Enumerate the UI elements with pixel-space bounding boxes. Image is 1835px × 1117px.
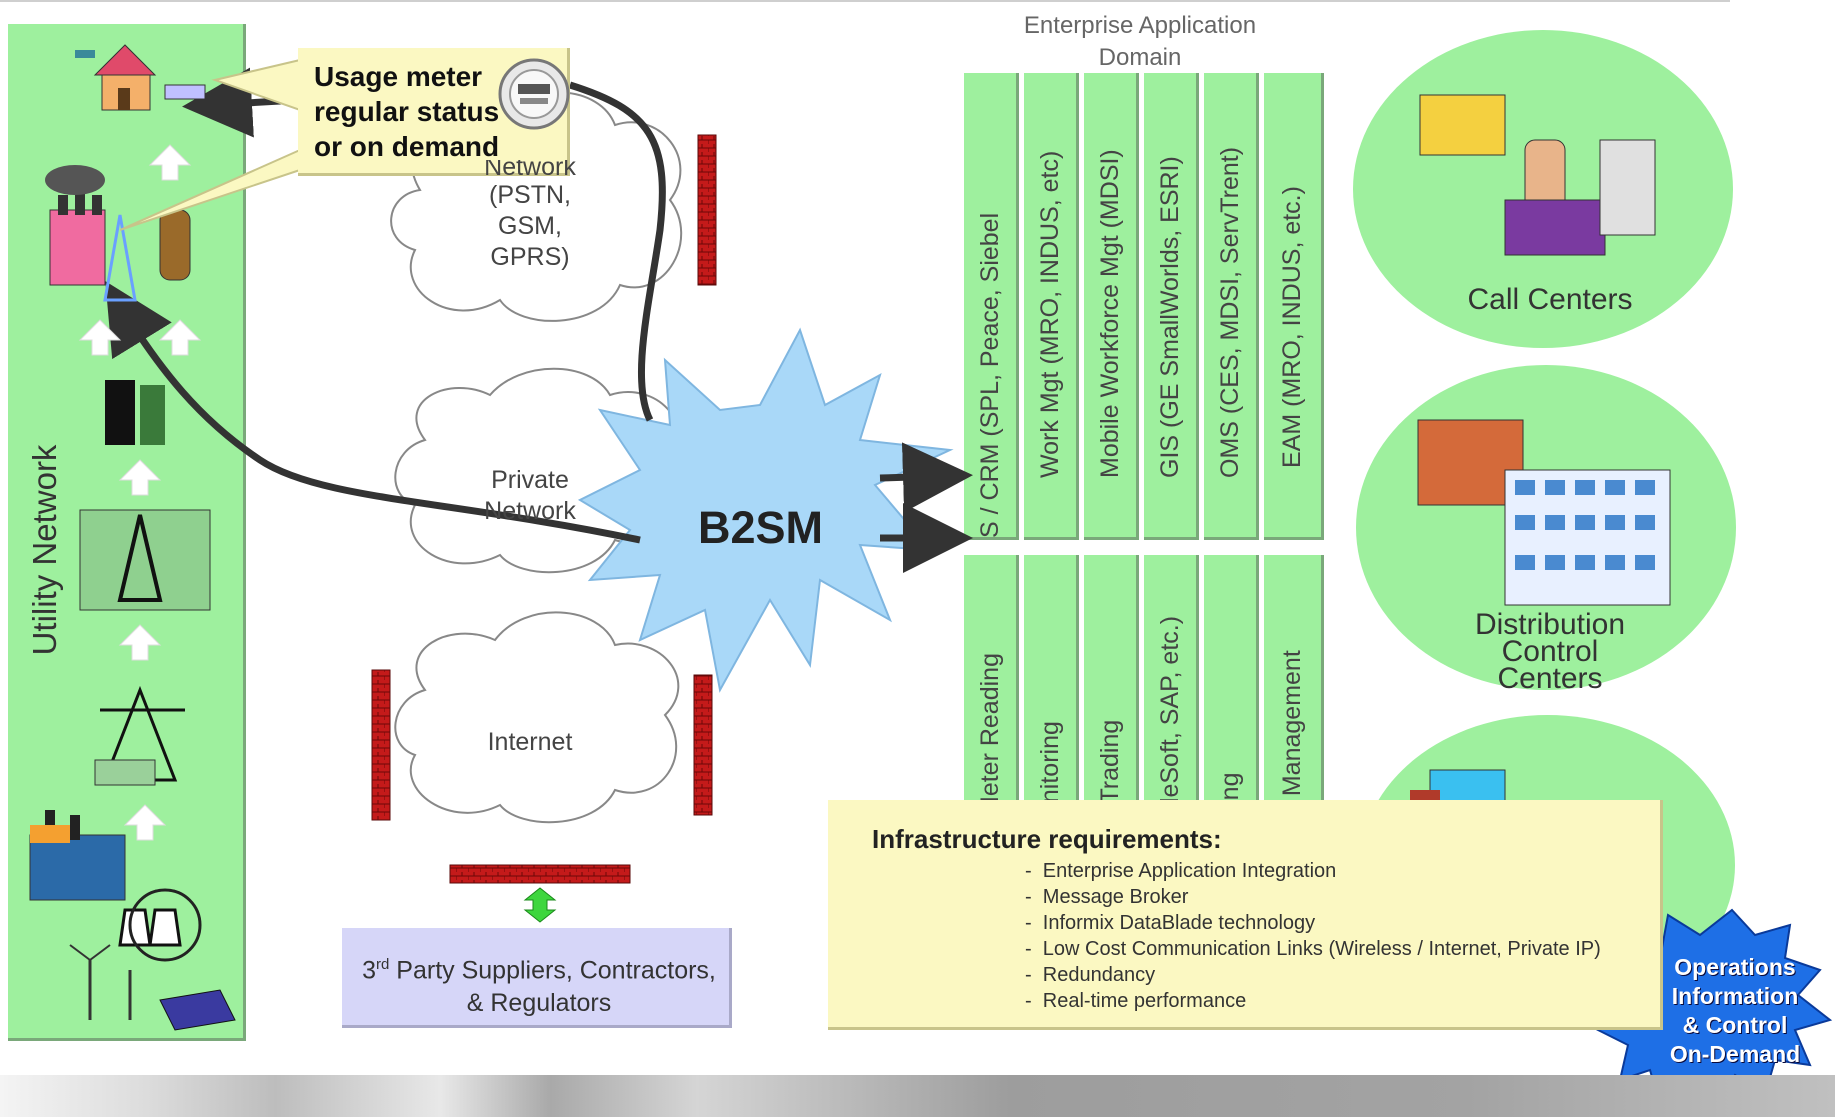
third-party-suppliers-label: 3rd Party Suppliers, Contractors, & Regu… bbox=[362, 956, 716, 1018]
enterprise-column-monitoring: onitoring bbox=[1024, 555, 1079, 825]
enterprise-column-mobile-workforce: Mobile Workforce Mgt (MDSI) bbox=[1084, 73, 1139, 540]
list-item: Low Cost Communication Links (Wireless /… bbox=[1025, 936, 1601, 962]
private-network-label: Private Network bbox=[484, 466, 576, 525]
operations-badge-label: Operations Information & Control On-Dema… bbox=[1669, 954, 1801, 1067]
enterprise-column-trading: / Trading bbox=[1084, 555, 1139, 825]
list-item: Redundancy bbox=[1025, 962, 1601, 988]
list-item: Message Broker bbox=[1025, 884, 1601, 910]
transmission-tower-icon bbox=[94, 685, 185, 786]
firewall-icon bbox=[371, 669, 391, 821]
up-arrow-icon bbox=[123, 804, 167, 841]
firewall-icon bbox=[697, 134, 717, 286]
firewall-icon bbox=[693, 674, 713, 816]
enterprise-column-oms: OMS (CES, MDSI, ServTrent) bbox=[1204, 73, 1259, 540]
footer-banner bbox=[0, 1075, 1835, 1117]
infrastructure-requirements-title: Infrastructure requirements: bbox=[872, 824, 1222, 854]
lineman-icon bbox=[103, 209, 191, 302]
up-arrow-icon bbox=[158, 319, 202, 356]
call-center-agent-icon bbox=[1419, 94, 1656, 256]
internet-cloud bbox=[394, 611, 680, 824]
house-icon bbox=[75, 44, 206, 111]
internet-label: Internet bbox=[487, 728, 573, 756]
list-item: Real-time performance bbox=[1025, 988, 1601, 1014]
list-item: Informix DataBlade technology bbox=[1025, 910, 1601, 936]
substation-icon bbox=[79, 509, 211, 611]
public-network-label: Network (PSTN, GSM, GPRS) bbox=[484, 160, 576, 271]
enterprise-column-management: n Management bbox=[1264, 555, 1324, 825]
nuclear-plant-icon bbox=[118, 888, 202, 962]
enterprise-column-cis-crm: CIS / CRM (SPL, Peace, Siebel bbox=[964, 73, 1019, 540]
third-party-suppliers-box bbox=[342, 928, 732, 1028]
up-arrow-icon bbox=[118, 624, 162, 661]
control-room-icon bbox=[1417, 419, 1671, 606]
enterprise-column-eam: EAM (MRO, INDUS, etc.) bbox=[1264, 73, 1324, 540]
firewall-icon bbox=[449, 864, 631, 884]
enterprise-column-erp: pleSoft, SAP, etc.) bbox=[1144, 555, 1199, 825]
enterprise-column-gis: GIS (GE SmallWorlds, ESRI) bbox=[1144, 73, 1199, 540]
enterprise-domain-title: Enterprise Application Domain bbox=[1023, 12, 1257, 71]
distribution-control-centers-label: Distribution Control Centers bbox=[1474, 608, 1626, 695]
call-centers-label: Call Centers bbox=[1467, 283, 1633, 316]
up-arrow-icon bbox=[78, 319, 122, 356]
solar-panel-icon bbox=[159, 989, 236, 1031]
technician-icon bbox=[105, 380, 165, 445]
b2sm-label: B2SM bbox=[698, 502, 824, 553]
power-plant-icon bbox=[45, 165, 106, 286]
infrastructure-requirements-list: Enterprise Application Integration Messa… bbox=[1025, 858, 1601, 1014]
factory-icon bbox=[29, 810, 126, 901]
wind-turbine-icon bbox=[69, 944, 132, 1020]
list-item: Enterprise Application Integration bbox=[1025, 858, 1601, 884]
up-arrow-icon bbox=[148, 144, 192, 181]
electric-meter-icon bbox=[498, 58, 570, 130]
usage-meter-callout-text: Usage meter regular status or on demand bbox=[314, 61, 500, 162]
bidirectional-arrow-icon bbox=[523, 887, 557, 923]
enterprise-column-billing: lling bbox=[1204, 555, 1259, 825]
top-divider bbox=[0, 0, 1730, 2]
b2sm-hub-star bbox=[577, 327, 954, 693]
enterprise-column-work-mgt: Work Mgt (MRO, INDUS, etc) bbox=[1024, 73, 1079, 540]
up-arrow-icon bbox=[118, 459, 162, 496]
enterprise-column-meter-reading: Meter Reading bbox=[964, 555, 1019, 825]
